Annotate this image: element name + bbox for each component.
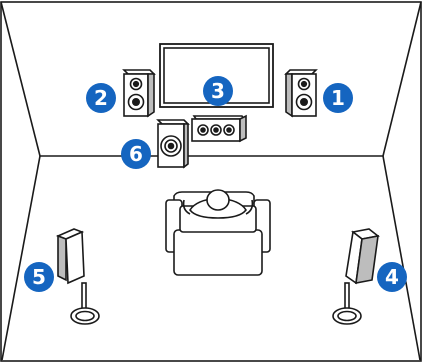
right-wall-edge — [383, 2, 421, 156]
badge-label-subwoofer: 6 — [129, 142, 143, 166]
badge-subwoofer: 6 — [121, 139, 151, 169]
right-floor-edge — [383, 156, 420, 360]
left-wall-edge — [1, 2, 40, 156]
front-left-speaker-icon — [124, 70, 154, 116]
front-right-speaker-icon — [286, 70, 316, 116]
subwoofer-icon — [158, 120, 188, 167]
badge-front-right: 1 — [323, 83, 353, 113]
badge-label-surround-right: 4 — [385, 265, 399, 289]
surround-right-speaker-icon — [333, 229, 378, 324]
badge-surround-left: 5 — [24, 262, 54, 292]
badge-front-left: 2 — [86, 83, 116, 113]
badge-surround-right: 4 — [377, 262, 407, 292]
badge-label-front-right: 1 — [331, 86, 345, 110]
surround-left-speaker-icon — [58, 229, 99, 324]
badge-label-front-left: 2 — [94, 86, 108, 110]
badge-label-center: 3 — [211, 79, 225, 103]
center-speaker-icon — [192, 116, 246, 141]
badge-label-surround-left: 5 — [32, 265, 46, 289]
left-floor-edge — [2, 156, 40, 360]
badge-center: 3 — [203, 76, 233, 106]
